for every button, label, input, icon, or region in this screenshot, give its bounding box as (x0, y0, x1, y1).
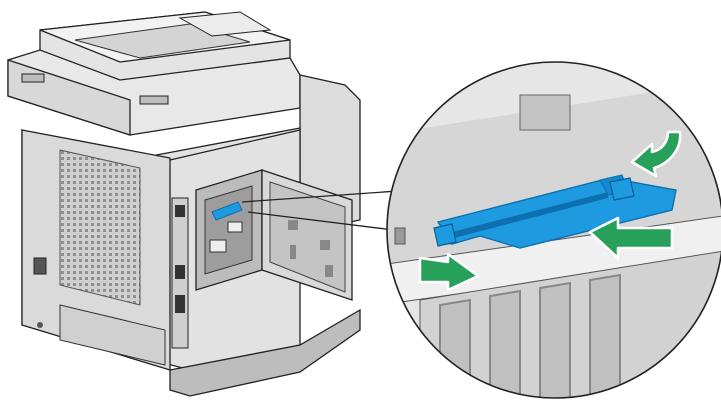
controller-board (195, 169, 263, 291)
scanner-unit (7, 49, 301, 136)
lock-arrow-right-icon (630, 130, 682, 178)
port-strip (171, 197, 189, 349)
arrow-icon (418, 130, 682, 292)
callout-zoom (386, 61, 721, 399)
printer-illustration (7, 11, 361, 397)
insert-arrow-icon (588, 216, 674, 260)
side-door-open (261, 169, 353, 301)
callout-leader-lines (241, 189, 413, 233)
memory-card (433, 174, 677, 249)
memory-card-small (211, 201, 243, 221)
lock-arrow-left-icon (418, 252, 480, 292)
printer-base (169, 308, 361, 397)
vent-slot (519, 94, 571, 131)
